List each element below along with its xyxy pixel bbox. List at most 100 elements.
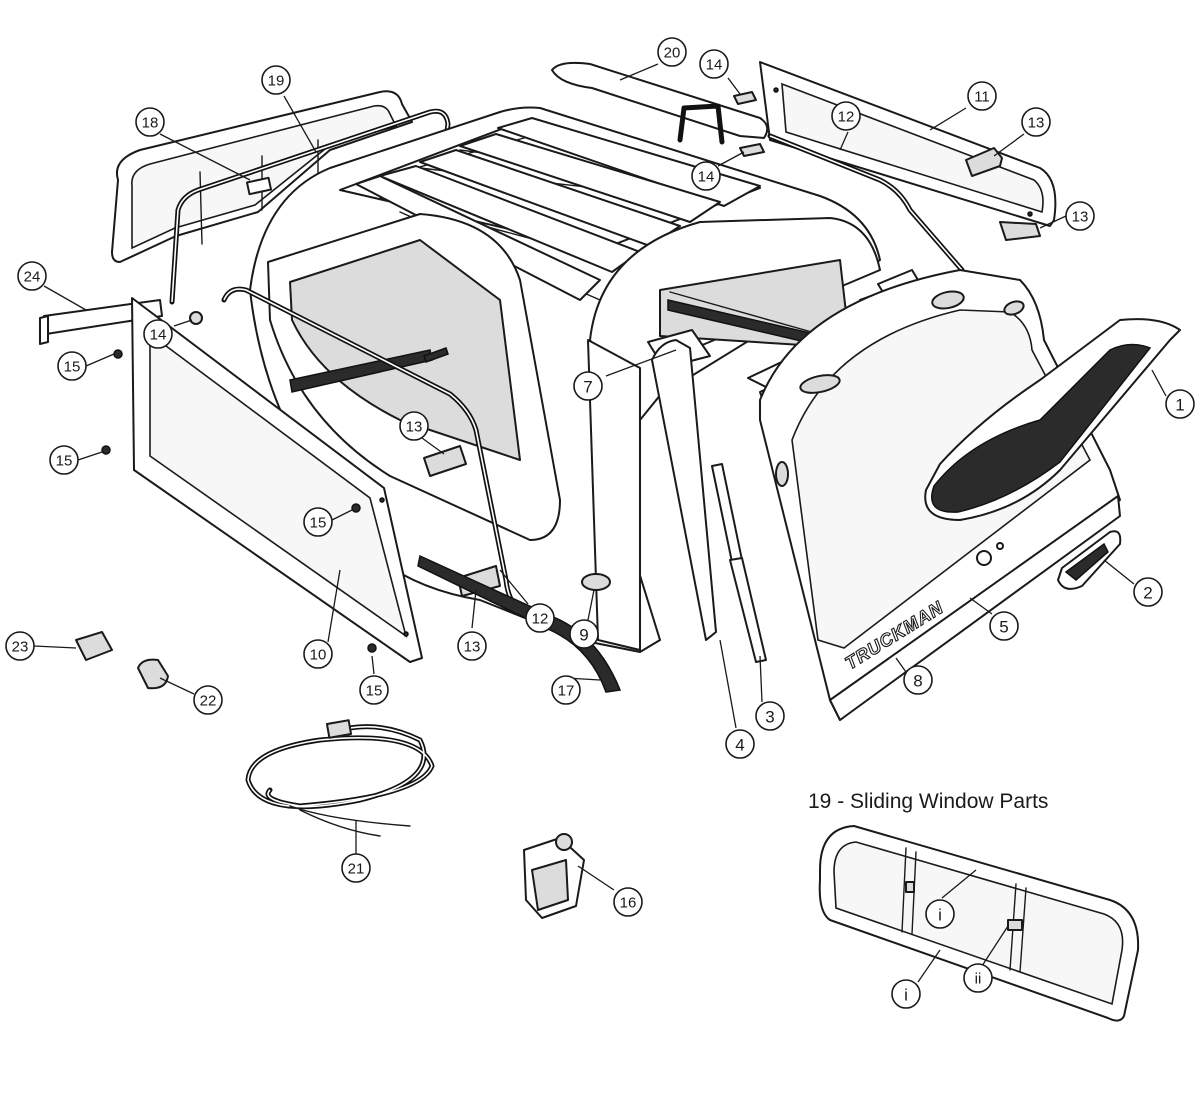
leader-lines xyxy=(33,63,1167,983)
callout-22: 22 xyxy=(193,685,223,715)
callout-circle xyxy=(457,631,487,661)
callout-circle xyxy=(613,887,643,917)
callout-ii: ii xyxy=(963,963,993,993)
callout-circle xyxy=(303,639,333,669)
callout-label: 18 xyxy=(142,115,159,132)
callout-label: 1 xyxy=(1175,396,1184,415)
callout-circle xyxy=(551,675,581,705)
callout-label: 15 xyxy=(366,683,383,700)
part-side-rail xyxy=(651,339,717,641)
callout-19: 19 xyxy=(261,65,291,95)
callout-circle xyxy=(831,101,861,131)
callout-circle xyxy=(49,445,79,475)
callout-label: 8 xyxy=(913,672,922,691)
callout-15: 15 xyxy=(49,445,79,475)
callout-14: 14 xyxy=(691,161,721,191)
callout-label: 14 xyxy=(698,169,715,186)
callout-circle xyxy=(691,161,721,191)
callout-label: 14 xyxy=(150,327,167,344)
callout-label: 7 xyxy=(583,378,592,397)
callout-circle xyxy=(1165,389,1195,419)
callout-label: 24 xyxy=(24,269,41,286)
callout-circle xyxy=(303,507,333,537)
callout-label: 15 xyxy=(310,515,327,532)
callout-7: 7 xyxy=(573,371,603,401)
part-wiring-loom xyxy=(245,719,435,837)
callout-circle xyxy=(891,979,921,1009)
part-hinge-right-top xyxy=(965,147,1003,177)
callout-12: 12 xyxy=(831,101,861,131)
callout-14: 14 xyxy=(143,319,173,349)
callout-circle xyxy=(989,611,1019,641)
callout-23: 23 xyxy=(5,631,35,661)
callout-14: 14 xyxy=(699,49,729,79)
callout-label: 12 xyxy=(838,109,855,126)
part-hinge-right-bottom xyxy=(999,221,1041,241)
callout-10: 10 xyxy=(303,639,333,669)
callout-label: 14 xyxy=(706,57,723,74)
callout-21: 21 xyxy=(341,853,371,883)
callout-circle xyxy=(699,49,729,79)
part-clip-left xyxy=(189,311,203,325)
callout-circle xyxy=(193,685,223,715)
callout-13: 13 xyxy=(1065,201,1095,231)
callout-11: 11 xyxy=(967,81,997,111)
callout-18: 18 xyxy=(135,107,165,137)
callout-label: 10 xyxy=(310,647,327,664)
callout-1: 1 xyxy=(1165,389,1195,419)
callout-label: 4 xyxy=(735,736,744,755)
callout-circle xyxy=(399,411,429,441)
callout-circle xyxy=(17,261,47,291)
callout-label: 13 xyxy=(1028,115,1045,132)
callout-circle xyxy=(341,853,371,883)
callout-circle xyxy=(57,351,87,381)
callout-layer: 1234578910111212131313131414141515151516… xyxy=(5,37,1195,1009)
part-hinge-left-top xyxy=(423,445,467,477)
callout-circle xyxy=(1065,201,1095,231)
part-connector-22 xyxy=(137,658,169,690)
callout-circle xyxy=(573,371,603,401)
callout-label: 22 xyxy=(200,693,217,710)
callout-i: i xyxy=(891,979,921,1009)
callout-15: 15 xyxy=(303,507,333,537)
callout-2: 2 xyxy=(1133,577,1163,607)
callout-circle xyxy=(569,619,599,649)
part-roof-handle xyxy=(551,61,769,145)
callout-label: 11 xyxy=(974,89,990,106)
callout-label: 5 xyxy=(999,618,1008,637)
part-connector-23 xyxy=(75,631,113,661)
callout-label: 15 xyxy=(56,453,73,470)
part-spoiler xyxy=(924,318,1181,521)
callout-circle xyxy=(903,665,933,695)
callout-20: 20 xyxy=(657,37,687,67)
callout-label: 13 xyxy=(464,639,481,656)
callout-circle xyxy=(359,675,389,705)
callout-label: i xyxy=(938,906,942,925)
part-door-handle xyxy=(1057,530,1122,590)
callout-circle xyxy=(525,603,555,633)
callout-17: 17 xyxy=(551,675,581,705)
callout-9: 9 xyxy=(569,619,599,649)
callout-13: 13 xyxy=(1021,107,1051,137)
part-clip-top xyxy=(733,91,757,105)
callout-label: 12 xyxy=(532,611,549,628)
callout-13: 13 xyxy=(399,411,429,441)
callout-circle xyxy=(967,81,997,111)
callout-15: 15 xyxy=(57,351,87,381)
callout-label: 20 xyxy=(664,45,681,62)
callout-8: 8 xyxy=(903,665,933,695)
part-badge xyxy=(581,573,611,591)
inset-sliding-window xyxy=(818,825,1140,1022)
callout-label: 9 xyxy=(579,626,588,645)
callout-label: 13 xyxy=(1072,209,1089,226)
callout-circle xyxy=(143,319,173,349)
callout-12: 12 xyxy=(525,603,555,633)
callout-label: 16 xyxy=(620,895,637,912)
callout-16: 16 xyxy=(613,887,643,917)
callout-circle xyxy=(5,631,35,661)
callout-label: 23 xyxy=(12,639,29,656)
callout-label: 17 xyxy=(558,683,575,700)
part-screws xyxy=(101,349,377,653)
part-rear-window-label xyxy=(245,176,273,196)
